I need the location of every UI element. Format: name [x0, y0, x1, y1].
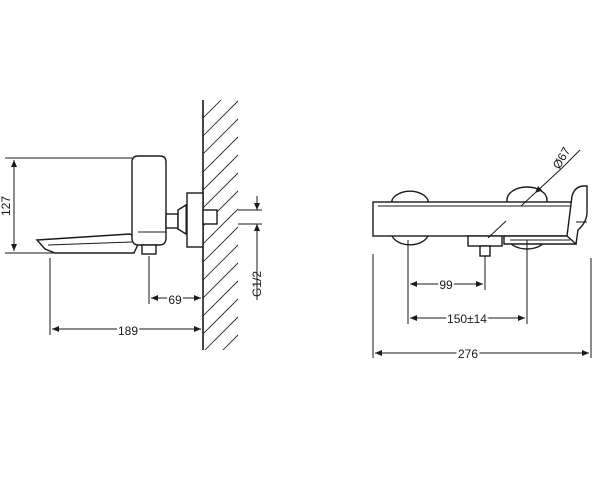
spout-side	[35, 233, 141, 254]
side-view: G1/2 127 69 189	[0, 100, 264, 350]
thread-label: G1/2	[250, 271, 264, 297]
projection-long-dimension: 189	[49, 258, 201, 340]
thread-dimension: G1/2	[238, 196, 264, 300]
projection-short-label: 69	[168, 293, 182, 307]
projection-short-dimension: 69	[148, 256, 201, 309]
extension-lines	[372, 240, 592, 358]
overall-width-dimension: 276	[375, 345, 589, 363]
height-label: 127	[0, 196, 13, 216]
mixer-body-front	[372, 185, 588, 246]
front-view: Ø67 99 150±14 276	[372, 144, 592, 363]
inner-spacing-label: 99	[439, 278, 453, 292]
overall-width-label: 276	[458, 347, 478, 361]
connection-spacing-dimension: 150±14	[410, 310, 525, 328]
lever-handle-side	[131, 155, 167, 255]
height-dimension: 127	[0, 157, 132, 254]
outlet-nozzle	[467, 235, 503, 257]
connector-side	[165, 192, 218, 248]
diameter-label: Ø67	[550, 144, 574, 171]
inner-spacing-dimension: 99	[410, 276, 483, 294]
projection-long-label: 189	[118, 324, 138, 338]
connection-spacing-label: 150±14	[447, 312, 487, 326]
